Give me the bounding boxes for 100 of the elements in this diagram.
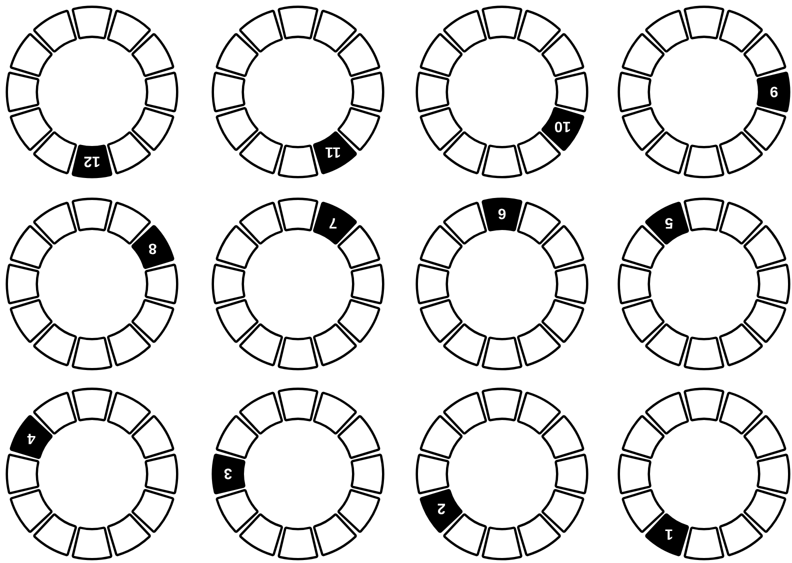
ring-segment [216, 33, 259, 77]
ring-segment [517, 392, 561, 435]
ring-segment [420, 299, 463, 343]
ring-segment [239, 392, 283, 435]
ring-segment [278, 144, 318, 178]
ring-segment [719, 392, 763, 435]
ring-segment [541, 415, 584, 459]
ring-segment [278, 336, 318, 370]
number-segment: 12 [72, 144, 112, 178]
ring-segment [313, 513, 357, 556]
ring-segment [420, 107, 463, 151]
ring-segment [645, 131, 689, 174]
ring-segment [33, 202, 77, 245]
number-segment: 2 [420, 489, 463, 533]
ring-segment [443, 131, 487, 174]
ring-segment [684, 526, 724, 560]
ring-segment [131, 107, 174, 151]
ring-segment [216, 107, 259, 151]
ring-segment [313, 392, 357, 435]
ring-segment [482, 526, 522, 560]
ring-segment [554, 72, 588, 112]
ring-segment [756, 454, 790, 494]
ring-segment [517, 323, 561, 366]
ring-segment [278, 198, 318, 232]
ring-segment [10, 299, 53, 343]
ring-segment [420, 33, 463, 77]
ring-segment [313, 10, 357, 53]
ring-segment [719, 323, 763, 366]
ring-segment [6, 264, 40, 304]
ring-segment [72, 6, 112, 40]
number-segment: 3 [212, 454, 246, 494]
number-segment: 8 [131, 225, 174, 269]
number-segment: 6 [482, 198, 522, 232]
ring-segment [337, 33, 380, 77]
ring-segment [278, 526, 318, 560]
number-segment: 7 [313, 202, 357, 245]
ring-segment [482, 336, 522, 370]
ring-segment [416, 264, 450, 304]
ring-segment [72, 198, 112, 232]
ring-segment [482, 6, 522, 40]
ring-segment [144, 454, 178, 494]
ring-segment [33, 10, 77, 53]
ring-segment [350, 264, 384, 304]
ring-segment [622, 225, 665, 269]
ring-segment [684, 6, 724, 40]
ring-segment [443, 323, 487, 366]
ring-segment [337, 489, 380, 533]
ring-segment [622, 107, 665, 151]
ring-segment [6, 454, 40, 494]
ring-segment [72, 526, 112, 560]
ring-segment [337, 299, 380, 343]
ring-segment [107, 323, 151, 366]
ring-segment [743, 33, 786, 77]
ring-segment [216, 225, 259, 269]
ring-segment [743, 489, 786, 533]
ring-segment [622, 415, 665, 459]
ring-segment [618, 72, 652, 112]
ring-segment [743, 107, 786, 151]
ring-segment [107, 10, 151, 53]
ring-segment [618, 264, 652, 304]
ring-segment [10, 107, 53, 151]
ring-segment [416, 72, 450, 112]
ring-segment [313, 323, 357, 366]
ring-segment [350, 72, 384, 112]
ring-segment [482, 388, 522, 422]
number-segment: 4 [10, 415, 53, 459]
number-segment: 10 [541, 107, 584, 151]
ring-segment [541, 33, 584, 77]
ring-segment [337, 415, 380, 459]
number-segment: 5 [645, 202, 689, 245]
ring-segment [719, 131, 763, 174]
ring-segment [131, 33, 174, 77]
ring-segment [216, 415, 259, 459]
ring-segment [216, 489, 259, 533]
ring-segment [6, 72, 40, 112]
ring-segment [131, 415, 174, 459]
ring-segment [719, 513, 763, 556]
ring-segment [618, 454, 652, 494]
ring-segment [684, 198, 724, 232]
ring-segment [212, 264, 246, 304]
ring-segment [517, 10, 561, 53]
ring-segment [443, 202, 487, 245]
ring-segment [144, 264, 178, 304]
ring-segment [10, 225, 53, 269]
number-segment: 1 [645, 513, 689, 556]
ring-segment [482, 144, 522, 178]
ring-segment [719, 202, 763, 245]
ring-segment [239, 131, 283, 174]
ring-segment [622, 299, 665, 343]
ring-segment [278, 6, 318, 40]
ring-segment [541, 225, 584, 269]
ring-segment [107, 202, 151, 245]
ring-segment [416, 454, 450, 494]
ring-segment [443, 513, 487, 556]
ring-segment [554, 264, 588, 304]
ring-segment [239, 10, 283, 53]
ring-segment [33, 513, 77, 556]
ring-segment [645, 10, 689, 53]
ring-segment [517, 131, 561, 174]
number-segment: 11 [313, 131, 357, 174]
